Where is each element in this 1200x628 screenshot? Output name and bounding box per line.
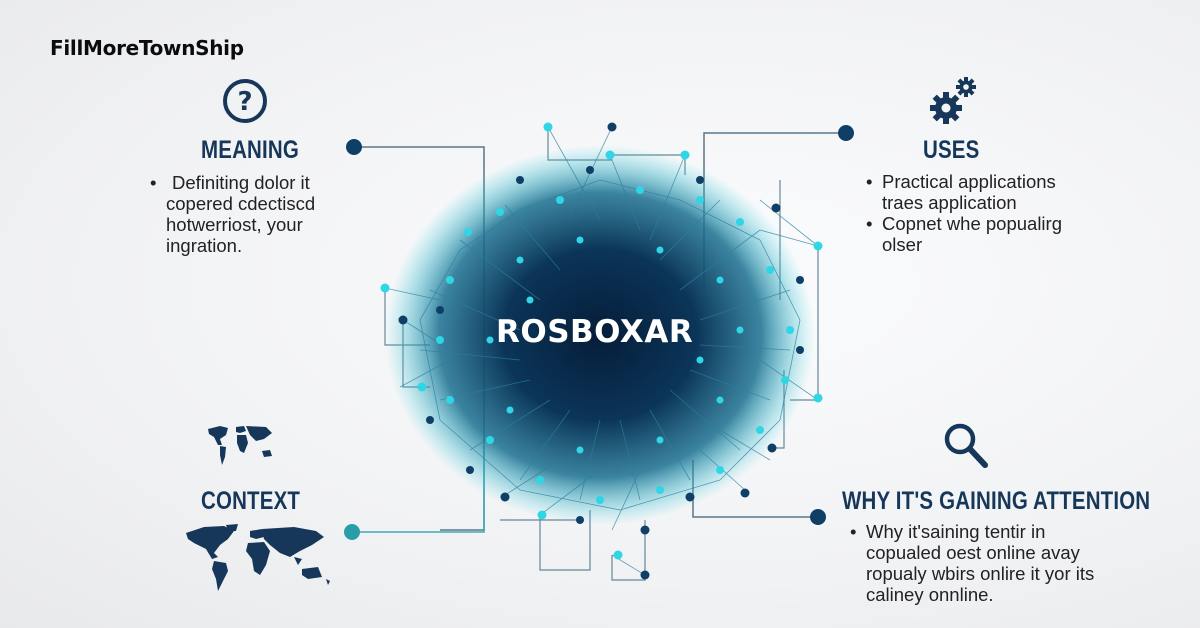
bullet-line: traes application [882,192,1017,213]
uses-heading: USES [923,136,980,164]
question-circle-icon: ? [222,78,268,129]
brand-logo-text: FillMoreTownShip [50,36,244,60]
bullet-line: Copnet whe popualirg [882,213,1062,234]
center-title: ROSBOXAR [496,314,694,350]
bullet-line: olser [882,234,923,255]
network-nodes-dark [398,122,804,580]
bullet-line: Definiting dolor it [172,172,310,193]
network-nodes-cyan [380,122,823,560]
attention-bullet: • Why it'saining tentir in copualed oest… [850,521,1150,605]
uses-bullet: • Practical applications traes applicati… [866,171,1106,213]
attention-bullets: • Why it'saining tentir in copualed oest… [850,521,1150,605]
uses-bullet: • Copnet whe popualirg olser [866,213,1106,255]
svg-text:?: ? [237,87,252,117]
bullet-dot: • [866,213,873,234]
uses-bullets: • Practical applications traes applicati… [866,171,1106,255]
bullet-line: Why it'saining tentir in [866,521,1046,542]
bullet-dot: • [850,521,857,542]
meaning-bullet: • Definiting dolor it copered cdectiscd … [150,172,390,256]
bullet-line: Practical applications [882,171,1056,192]
bullet-dot: • [150,172,157,193]
bullet-line: hotwerriost, your [166,214,303,235]
connector-node-meaning [346,139,362,155]
gears-icon [928,74,978,131]
bullet-line: ropualy wbirs onlire it yor its [866,563,1095,584]
bullet-line: caliney onnline. [866,584,994,605]
bullet-line: copualed oest online avay [866,542,1080,563]
meaning-heading: MEANING [201,136,299,164]
magnifier-icon [940,420,992,477]
meaning-bullets: • Definiting dolor it copered cdectiscd … [150,172,390,256]
connector-node-context [344,524,360,540]
bullet-line: copered cdectiscd [166,193,316,214]
world-map-icon [184,523,334,598]
connector-node-attention [810,509,826,525]
bullet-line: ingration. [166,235,243,256]
bullet-dot: • [866,171,873,192]
connector-node-uses [838,125,854,141]
context-heading: CONTEXT [201,487,301,515]
attention-heading: WHY IT'S GAINING ATTENTION [842,487,1151,515]
world-map-small-icon [206,423,276,472]
